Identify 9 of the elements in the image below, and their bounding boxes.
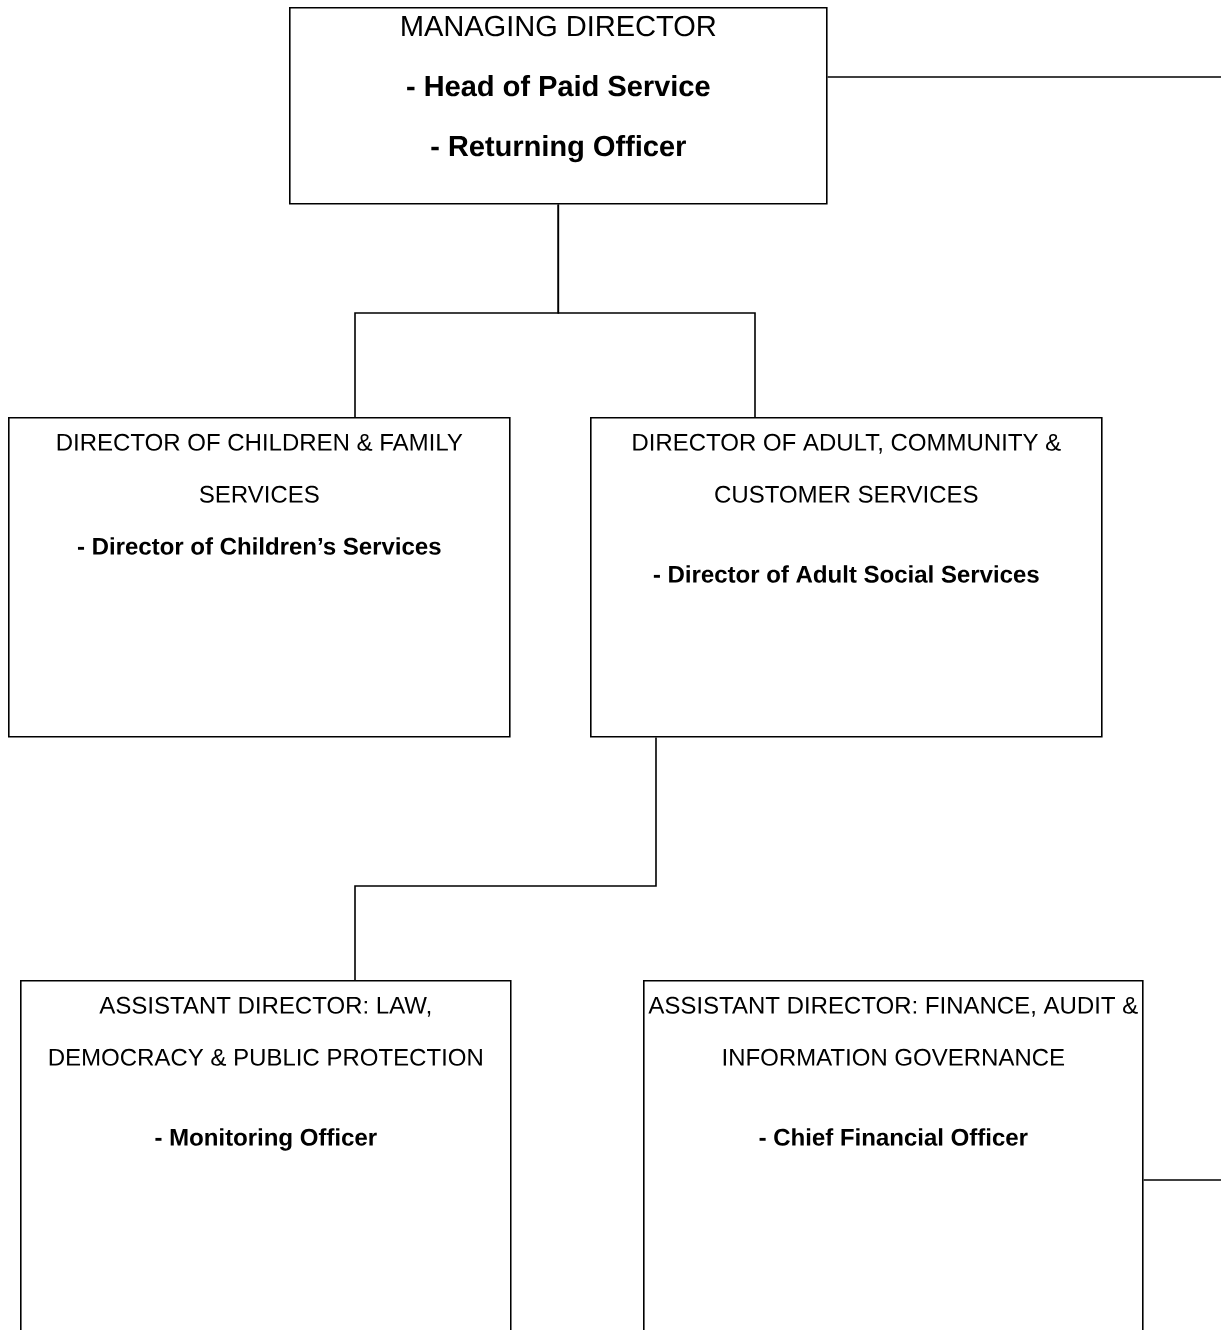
org-box: DIRECTOR OF CHILDREN & FAMILY SERVICES - Director of Children’s Services [8, 417, 511, 738]
connector-line [826, 76, 1221, 78]
org-box: MANAGING DIRECTOR - Head of Paid Service - Returning Officer [289, 7, 828, 205]
connector-line [354, 736, 657, 981]
org-box: DIRECTOR OF ADULT, COMMUNITY & CUSTOMER SERVICES - Director of Adult Social Services [590, 417, 1103, 738]
org-box: ASSISTANT DIRECTOR: FINANCE, AUDIT & INFORMATION GOVERNANCE - Chief Financial Officer [643, 980, 1144, 1330]
connector-line [1142, 1179, 1221, 1181]
org-box: ASSISTANT DIRECTOR: LAW, DEMOCRACY & PUBLIC PROTECTION - Monitoring Officer [20, 980, 512, 1330]
connector-line [557, 203, 756, 418]
